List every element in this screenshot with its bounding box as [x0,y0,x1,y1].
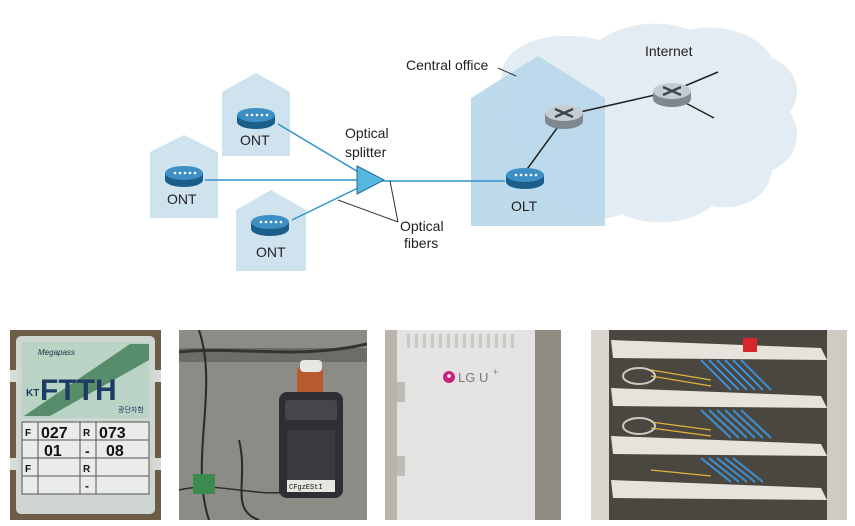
ftth-brand: Megapass [38,348,75,357]
central-office-building [471,56,605,226]
ont-top-label: ONT [240,132,270,148]
pole-box-image: CFgzEStI [179,330,367,520]
ftth-title-prefix: KT [26,388,39,399]
ont-top-icon [237,108,275,129]
photo-lg-cabinet: LG U + [385,330,561,520]
lg-brand: LG U [458,370,488,385]
photo-fiber-rack [591,330,847,520]
lg-cabinet-image: LG U + [385,330,561,520]
fibers-pointer-1 [337,199,399,223]
ont-left-icon [165,166,203,187]
ftth-subtitle: 광단자함 [118,405,144,414]
ont-bottom-label: ONT [256,244,286,260]
fiber-top [277,123,361,174]
ftth-row1-r: R [83,428,91,439]
internet-label: Internet [645,43,693,59]
ftth-row2-b: 08 [106,443,124,460]
ftth-row2-a: 01 [44,443,62,460]
router-icon-2 [651,81,693,109]
ftth-row3-f: F [25,464,31,475]
router-icon-1 [543,103,585,131]
ftth-row1-num2: 073 [99,425,126,442]
olt-icon [506,168,544,189]
fibers-label-line1: Optical [400,218,444,234]
olt-router-link [524,123,561,173]
ftth-row1-f: F [25,428,31,439]
internet-link-1 [679,71,719,89]
fibers-label-line2: fibers [404,235,438,251]
photo-pole-box: CFgzEStI [179,330,367,520]
ftth-row1-num1: 027 [41,425,68,442]
ftth-row2-dash: - [85,443,90,459]
central-office-pointer [497,67,517,77]
ftth-row4-dash: - [85,479,89,493]
fibers-pointer-2 [389,180,399,223]
ont-bottom-icon [251,215,289,236]
optical-splitter-icon [356,165,386,195]
ftth-box-image: Megapass KT FTTH 광단자함 F 027 R 073 01 - 0… [10,330,161,520]
splitter-label-line1: Optical [345,125,389,141]
ftth-row3-r: R [83,464,91,475]
olt-label: OLT [511,198,538,214]
pon-diagram: ONT ONT ONT Optical splitter Optical fib… [150,23,797,271]
central-office-label: Central office [406,57,488,73]
photo-ftth-box: Megapass KT FTTH 광단자함 F 027 R 073 01 - 0… [10,330,161,520]
lg-brand-sup: + [493,367,498,377]
ftth-title: FTTH [40,374,117,407]
fiber-rack-image [591,330,847,520]
fiber-bottom [291,186,361,221]
ont-left-label: ONT [167,191,197,207]
router-router-link [579,94,656,113]
splitter-label-line2: splitter [345,144,387,160]
pole-box-label: CFgzEStI [289,484,323,492]
